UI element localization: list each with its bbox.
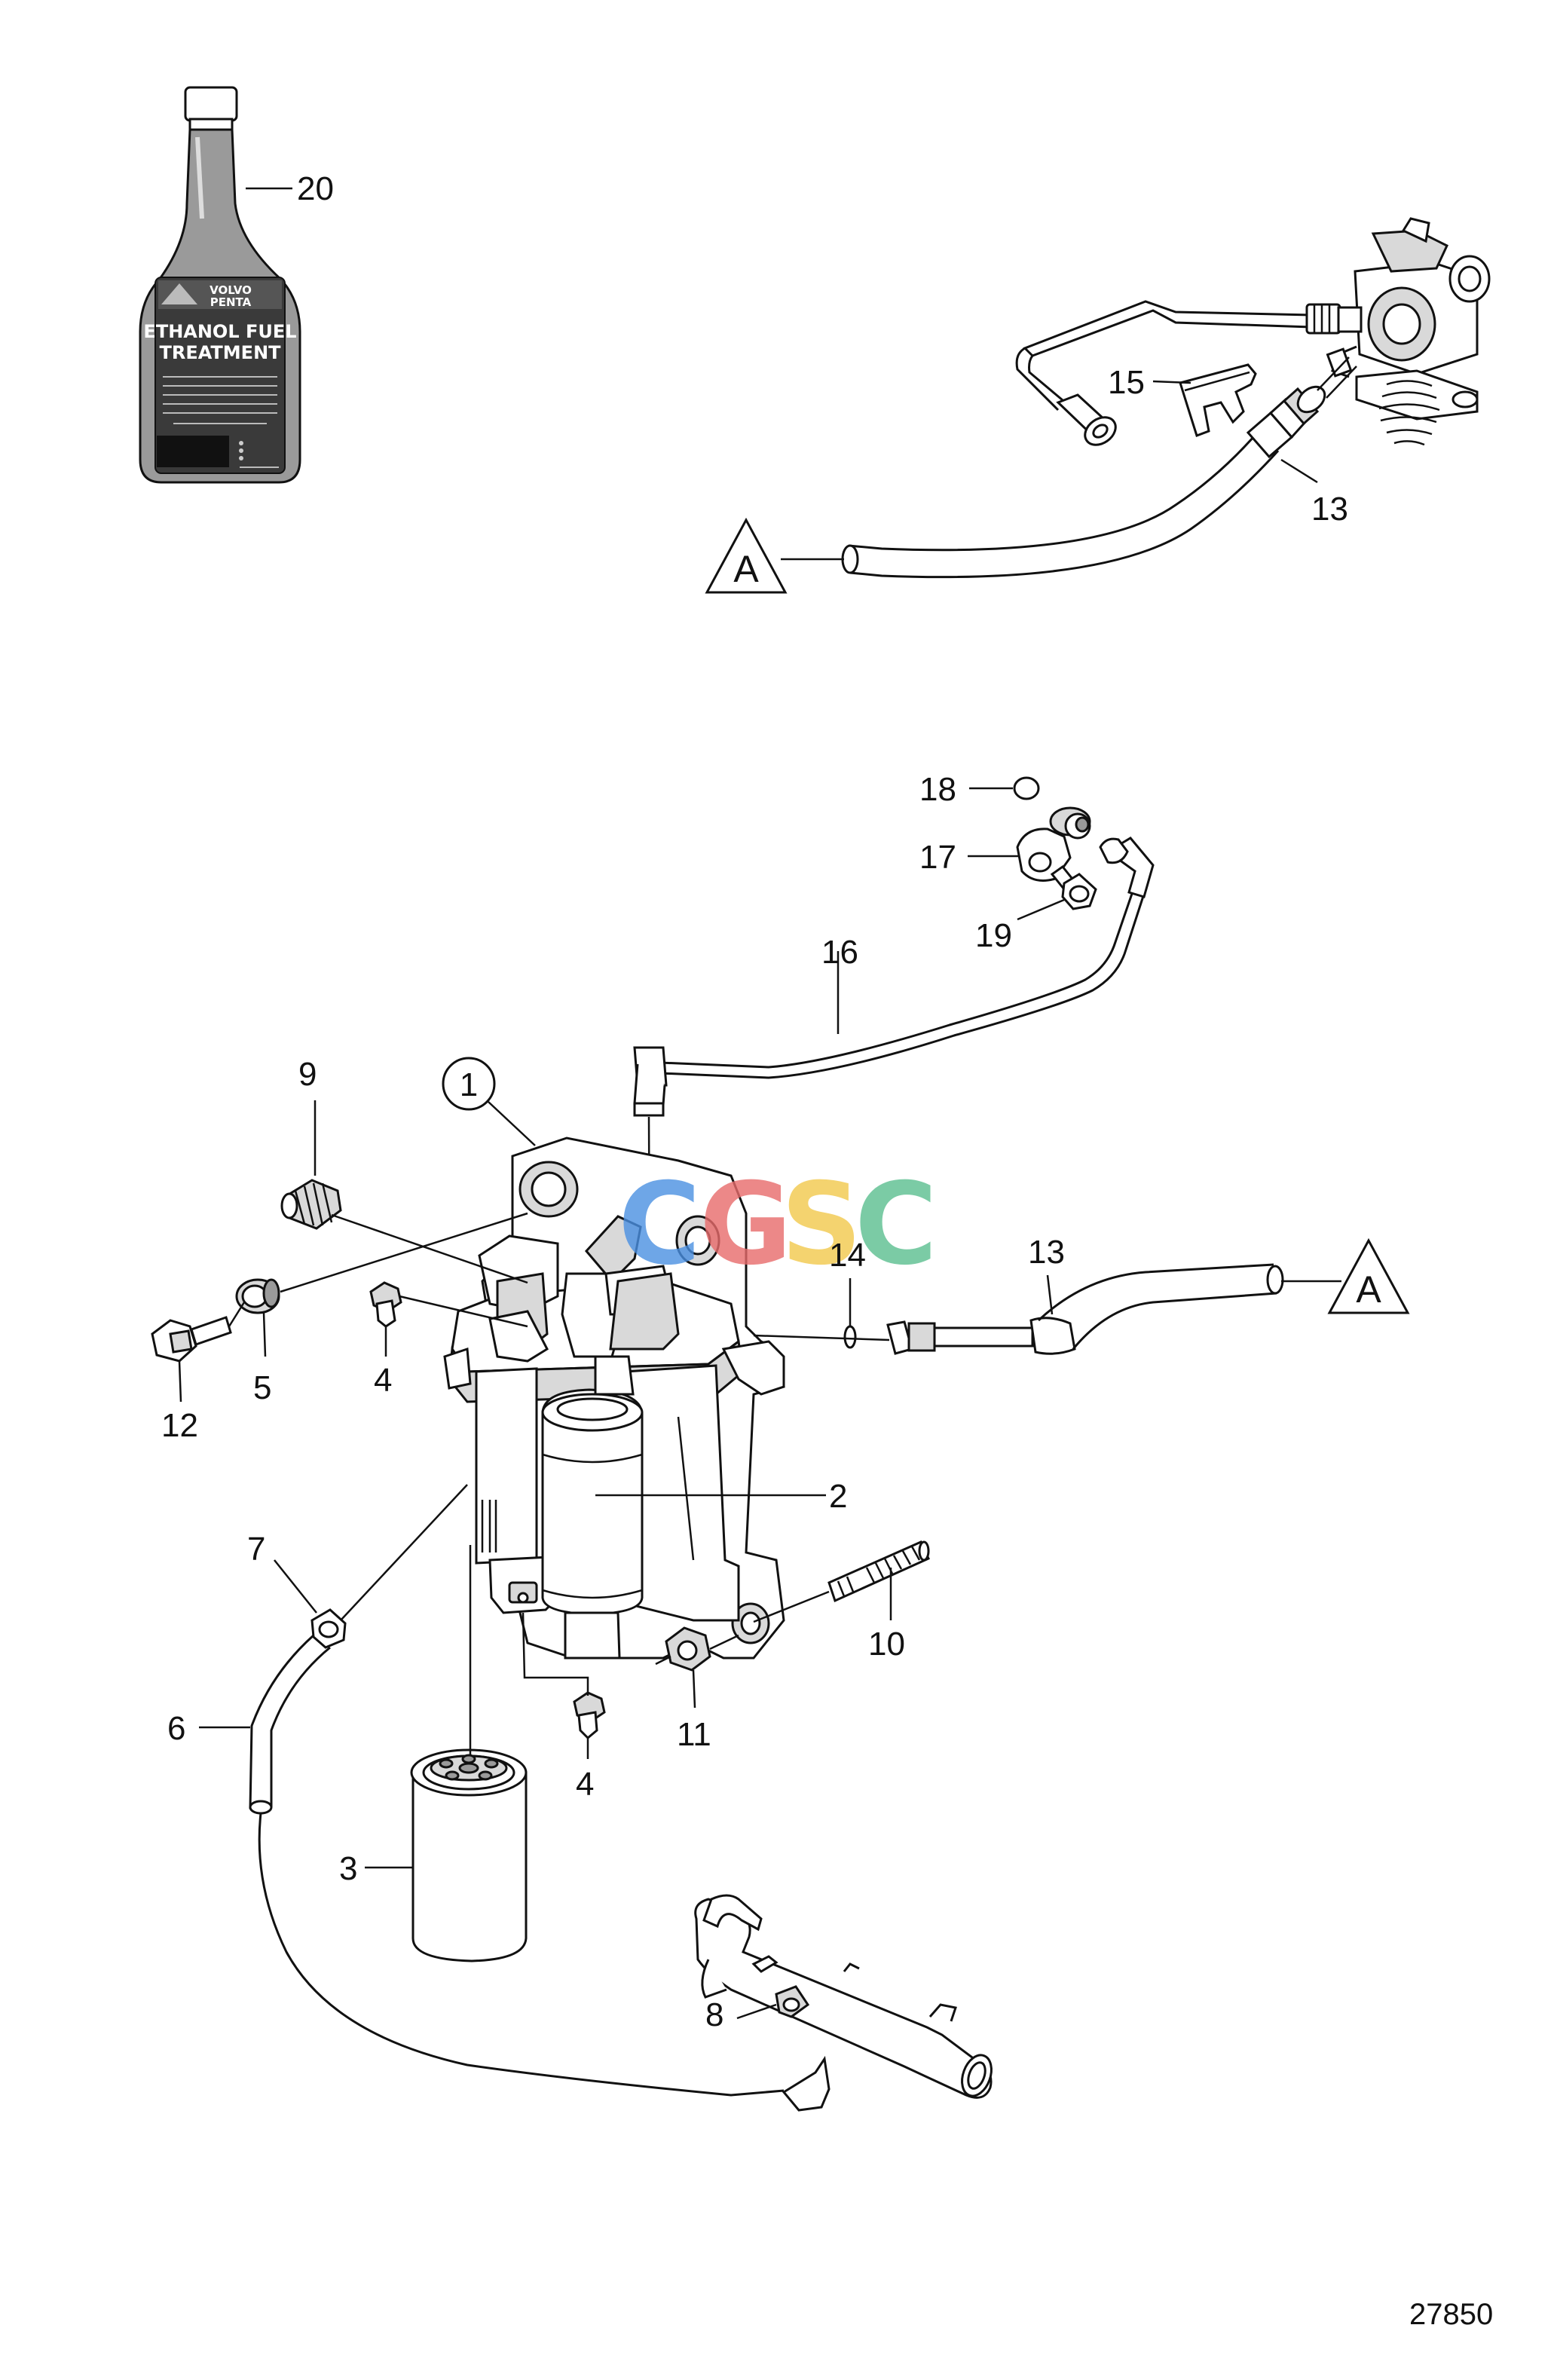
section-marker-a-top-label: A: [733, 548, 759, 590]
callout-15: 15: [1108, 364, 1145, 401]
fuel-filter-bracket-assembly: [443, 1136, 785, 1660]
fuel-filter-3: [410, 1545, 528, 1962]
fuel-return-line-16: [633, 837, 1155, 1282]
callout-19: 19: [975, 917, 1012, 954]
callout-17: 17: [919, 839, 956, 876]
section-marker-a-bottom: A: [1281, 1237, 1410, 1314]
callout-6: 6: [167, 1710, 185, 1747]
callout-7: 7: [247, 1531, 265, 1568]
bottle-brand-line2: PENTA: [210, 295, 252, 309]
callout-20: 20: [297, 170, 334, 207]
bottle-title-line1: ETHANOL FUEL: [143, 321, 296, 342]
callout-16: 16: [821, 934, 858, 971]
clip-15: [1179, 363, 1257, 437]
section-marker-a-bottom-label: A: [1356, 1268, 1381, 1311]
callout-11: 11: [677, 1716, 711, 1753]
water-pipe-assembly: [694, 1894, 993, 2099]
screw-4-lower: [573, 1691, 606, 1740]
callout-10: 10: [868, 1626, 905, 1663]
high-pressure-fuel-pump: [1326, 217, 1491, 446]
bolt-12: [151, 1316, 232, 1363]
callout-8: 8: [705, 1996, 723, 2033]
ethanol-fuel-treatment-bottle: VOLVO PENTA ETHANOL FUEL TREATMENT: [139, 86, 301, 484]
drawing-number: 27850: [1409, 2298, 1493, 2331]
bolt-19: [1050, 864, 1097, 910]
callout-4-lower: 4: [576, 1766, 594, 1803]
callout-3: 3: [339, 1850, 357, 1887]
plug-9: [280, 1179, 342, 1230]
callout-13-top: 13: [1311, 491, 1348, 528]
watermark-letter-c1: C: [618, 1159, 701, 1290]
fuel-hose-13-top: [841, 356, 1357, 579]
callout-13-bottom: 13: [1028, 1234, 1065, 1271]
bottle-cap: [184, 86, 238, 122]
section-marker-a-top: A: [705, 517, 844, 594]
screw-4-upper: [369, 1281, 402, 1328]
callout-12: 12: [161, 1407, 198, 1444]
watermark-letter-g: G: [699, 1159, 792, 1290]
stud-10: [827, 1540, 930, 1603]
cgsc-watermark: C G S C: [618, 1159, 938, 1290]
clamp-7: [310, 1608, 347, 1649]
callout-9: 9: [298, 1056, 317, 1093]
grommet-5: [235, 1278, 280, 1314]
callout-5: 5: [253, 1369, 271, 1406]
nut-11: [665, 1626, 711, 1672]
callout-18: 18: [919, 771, 956, 808]
bottle-fine-print: [163, 376, 277, 424]
drain-hose-6: [249, 1634, 785, 2097]
callout-4-upper: 4: [374, 1362, 392, 1399]
callout-1-circle: [442, 1057, 496, 1111]
fuel-line-15: [1015, 300, 1363, 446]
o-ring-18: [1013, 776, 1040, 800]
callout-1: 1: [460, 1066, 478, 1103]
bottle-title-line2: TREATMENT: [159, 342, 281, 363]
watermark-letter-c2: C: [855, 1159, 938, 1290]
clip-8: [775, 1985, 831, 2112]
bottle-brand-line1: VOLVO: [210, 283, 252, 297]
callout-2: 2: [829, 1478, 847, 1515]
banjo-bolt-17: [1016, 806, 1091, 882]
callout-14: 14: [829, 1237, 866, 1274]
o-ring-14: [843, 1325, 857, 1349]
watermark-letter-s: S: [781, 1159, 862, 1290]
fuel-hose-13-bottom: [886, 1263, 1284, 1355]
